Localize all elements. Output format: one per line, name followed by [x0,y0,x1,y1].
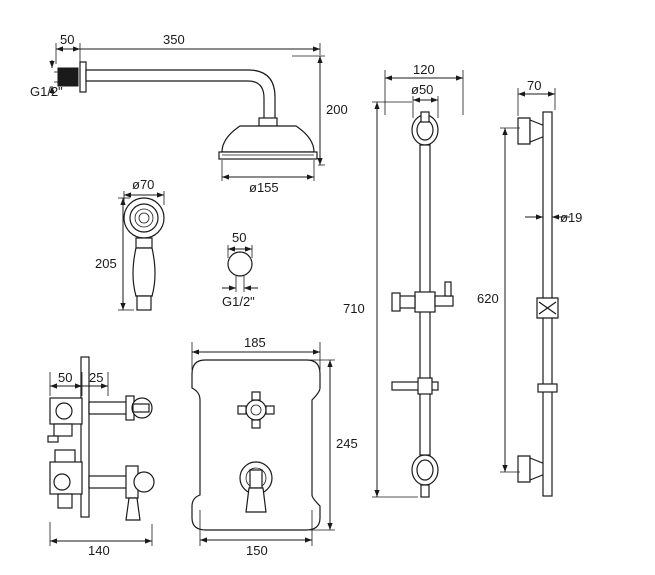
handset-diameter-label: ø70 [132,177,154,192]
side-width-label: 70 [527,78,541,93]
wall-outlet-drawing: 50 G1/2" [222,230,258,309]
head-diameter-label: ø155 [249,180,279,195]
rail-height-label: 710 [343,301,365,316]
valve-plate-label: 25 [89,370,103,385]
outlet-width-label: 50 [232,230,246,245]
valve-front-drawing: 185 245 150 [191,335,358,558]
valve-side-drawing: 50 25 140 [47,356,155,558]
riser-rail-front-drawing: 120 ø50 710 [343,62,464,498]
valve-depth-label: 50 [58,370,72,385]
handset-length-label: 205 [95,256,117,271]
outlet-thread-label: G1/2" [222,294,255,309]
handset-drawing: ø70 205 [95,177,165,311]
valve-overall-label: 140 [88,543,110,558]
side-height-label: 620 [477,291,499,306]
valve-top-width-label: 185 [244,335,266,350]
rail-base-diameter-label: ø50 [411,82,433,97]
arm-width-label: 350 [163,32,185,47]
side-bar-diameter-label: ø19 [560,210,582,225]
riser-rail-side-drawing: 70 ø19 620 [477,78,582,497]
shower-arm-drawing: 50 350 G1/2" 200 ø155 [30,32,348,195]
arm-drop-label: 200 [326,102,348,117]
arm-depth-label: 50 [60,32,74,47]
valve-height-label: 245 [336,436,358,451]
valve-bottom-width-label: 150 [246,543,268,558]
rail-width-label: 120 [413,62,435,77]
arm-thread-label: G1/2" [30,84,63,99]
